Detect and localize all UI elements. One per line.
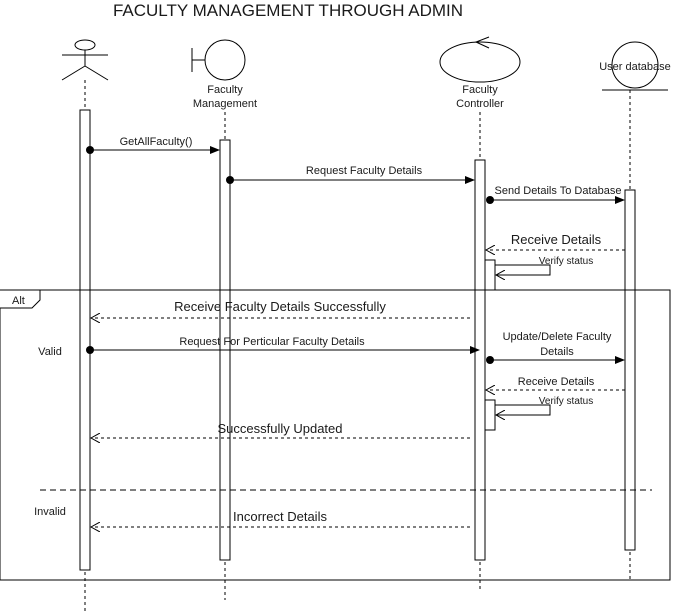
message-label-receive-faculty-details: Receive Faculty Details Successfully <box>174 299 386 314</box>
message-label-getallfaculty: GetAllFaculty() <box>120 136 193 148</box>
alt-operator-label: Alt <box>12 295 25 307</box>
faculty-management-label-2: Management <box>193 98 257 110</box>
user-database-activation <box>624 189 636 551</box>
self-arrow-verify-status-2 <box>495 404 551 415</box>
faculty-controller-control-icon <box>439 36 521 83</box>
admin-actor-icon <box>61 39 109 81</box>
message-label-update-delete-1: Update/Delete Faculty <box>503 331 612 343</box>
diagram-title: FACULTY MANAGEMENT THROUGH ADMIN <box>113 1 463 20</box>
user-database-entity-icon <box>602 41 668 91</box>
controller-self-activation-1 <box>484 259 496 291</box>
message-label-receive-details: Receive Details <box>511 232 602 247</box>
message-label-request-faculty-details: Request Faculty Details <box>306 165 423 177</box>
faculty-controller-label-2: Controller <box>456 98 504 110</box>
valid-guard-label: Valid <box>38 346 62 358</box>
alt-fragment <box>0 289 671 581</box>
message-label-incorrect-details: Incorrect Details <box>233 509 327 524</box>
user-database-label: User database <box>599 61 671 73</box>
faculty-management-label-1: Faculty <box>207 84 243 96</box>
message-label-request-particular-faculty: Request For Perticular Faculty Details <box>179 336 365 348</box>
controller-self-activation-2 <box>484 399 496 431</box>
faculty-controller-label-1: Faculty <box>462 84 498 96</box>
faculty-controller-activation <box>474 159 486 561</box>
self-arrow-verify-status <box>495 264 551 275</box>
message-label-update-delete-2: Details <box>540 346 574 358</box>
message-label-verify-status: Verify status <box>539 256 593 267</box>
message-label-verify-status-2: Verify status <box>539 396 593 407</box>
invalid-guard-label: Invalid <box>34 506 66 518</box>
message-label-send-details-to-database: Send Details To Database <box>495 185 622 197</box>
faculty-management-boundary-icon <box>191 39 246 81</box>
admin-activation <box>79 109 91 571</box>
message-label-successfully-updated: Successfully Updated <box>217 421 342 436</box>
message-label-receive-details-2: Receive Details <box>518 376 595 388</box>
